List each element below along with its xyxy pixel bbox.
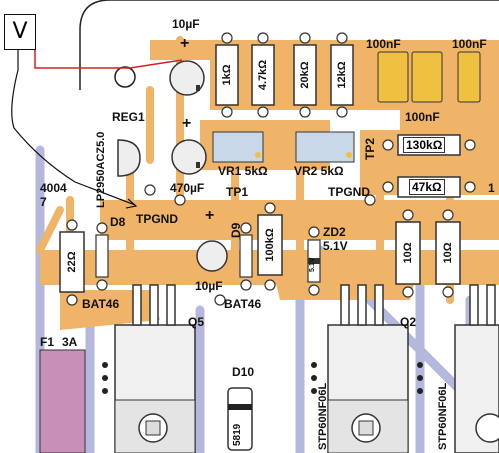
- test-point-label: TPGND: [136, 212, 178, 226]
- diode-label-4004: 4004: [40, 181, 67, 195]
- cap-label-100nf: 100nF: [452, 37, 487, 51]
- diode-label-d9: D9: [229, 222, 243, 238]
- zener-label-zd2: ZD2: [323, 225, 346, 239]
- mosfet-part-label: STP60NF06L: [317, 382, 329, 450]
- cap-label-10uf-top: 10µF: [172, 17, 200, 31]
- trimmer-label-vr1: VR1 5kΩ: [218, 164, 268, 178]
- probe-label-box: V: [4, 14, 36, 50]
- regulator-part-label: LP2950ACZ5.0: [95, 131, 107, 208]
- plus-marker: +: [182, 115, 192, 132]
- plus-marker: +: [205, 207, 215, 224]
- transistor-label-q2: Q2: [400, 315, 417, 329]
- zener-voltage-label: 5.1V: [323, 239, 348, 253]
- resistor-label-12k: 12kΩ: [336, 61, 348, 89]
- test-point-label: TP2: [363, 137, 377, 160]
- cap-label-470uf: 470µF: [170, 181, 205, 195]
- resistor-label-130k: 130kΩ: [403, 137, 446, 153]
- resistor-label-1k: 1kΩ: [221, 64, 233, 86]
- resistor-label-4k7: 4.7kΩ: [257, 59, 269, 91]
- partial-label: 1: [488, 181, 495, 195]
- resistor-label-20k: 20kΩ: [299, 61, 311, 89]
- fuse-rating-label: 3A: [62, 335, 78, 349]
- plus-marker: +: [180, 35, 190, 52]
- resistor-label-22: 22Ω: [66, 251, 78, 273]
- trimmer-label-vr2: VR2 5kΩ: [294, 164, 344, 178]
- resistor-label-10: 10Ω: [442, 242, 454, 264]
- reg1-label: REG1: [112, 110, 145, 124]
- test-point-label: TP1: [226, 185, 249, 199]
- diode-label-bat46: BAT46: [82, 297, 120, 311]
- diode-label-bat46: BAT46: [224, 297, 262, 311]
- cap-label-100nf: 100nF: [405, 110, 440, 124]
- diode-label-d10: D10: [232, 365, 255, 379]
- resistor-label-100k: 100kΩ: [264, 228, 276, 262]
- fuse-label: F1: [40, 335, 55, 349]
- resistor-label-10: 10Ω: [402, 242, 414, 264]
- diode-body-label: 5819: [232, 423, 243, 446]
- cap-label-10uf-low: 10µF: [195, 279, 223, 293]
- cap-label-100nf: 100nF: [366, 37, 401, 51]
- resistor-label-47k: 47kΩ: [409, 179, 445, 195]
- diode-label-d8: D8: [110, 215, 126, 229]
- transistor-label-q5: Q5: [188, 315, 205, 329]
- zener-body-label: 5.1V: [309, 257, 316, 272]
- partial-label: 7: [40, 195, 47, 209]
- test-point-label: TPGND: [328, 185, 370, 199]
- mosfet-part-label: STP60NF06L: [437, 382, 449, 450]
